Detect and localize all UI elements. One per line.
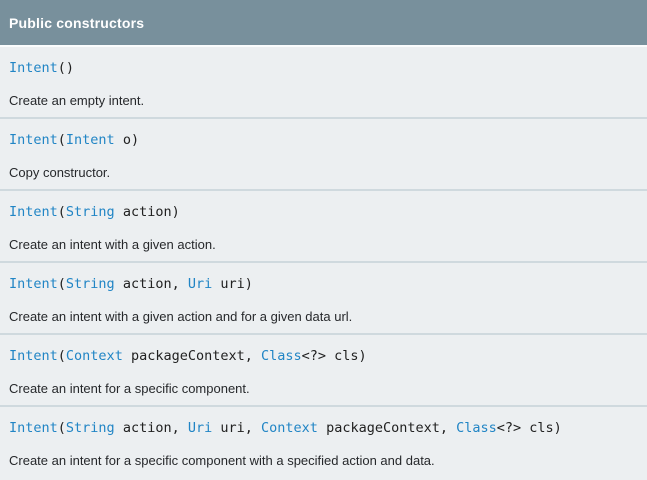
code-text: o) — [114, 132, 140, 148]
code-link[interactable]: Context — [65, 348, 123, 364]
code-text: <?> cls) — [301, 348, 367, 364]
code-link[interactable]: Class — [456, 420, 497, 436]
code-link[interactable]: Intent — [9, 276, 58, 292]
code-link[interactable]: Intent — [9, 348, 58, 364]
constructor-description: Create an intent for a specific componen… — [9, 381, 250, 396]
constructor-signature: Intent(String action, Uri uri, Context p… — [9, 420, 639, 436]
constructor-description: Create an intent with a given action. — [9, 237, 216, 252]
code-text: ( — [57, 420, 66, 436]
constructor-signature: Intent(Intent o) — [9, 132, 639, 148]
code-link[interactable]: Context — [261, 420, 318, 436]
constructor-rows: Intent() Create an empty intent. Intent(… — [0, 47, 647, 480]
constructor-description: Create an intent with a given action and… — [9, 309, 353, 324]
constructor-description: Create an intent for a specific componen… — [9, 453, 435, 468]
code-text: ( — [57, 348, 66, 364]
constructor-signature: Intent() — [9, 60, 639, 76]
constructor-signature: Intent(String action, Uri uri) — [9, 276, 639, 292]
code-link[interactable]: String — [65, 420, 115, 436]
constructor-row: Intent(String action) Create an intent w… — [0, 191, 647, 263]
code-text: ( — [57, 276, 66, 292]
code-link[interactable]: String — [65, 276, 115, 292]
code-link[interactable]: Intent — [9, 204, 58, 220]
constructor-description: Create an empty intent. — [9, 93, 145, 108]
code-text: packageContext, — [122, 348, 261, 364]
code-link[interactable]: String — [65, 204, 115, 220]
code-text: ( — [57, 204, 66, 220]
table-header: Public constructors — [0, 0, 647, 47]
code-link[interactable]: Intent — [9, 60, 58, 76]
constructor-row: Intent(String action, Uri uri) Create an… — [0, 263, 647, 335]
code-text: packageContext, — [317, 420, 457, 436]
constructor-row: Intent() Create an empty intent. — [0, 47, 647, 119]
code-text: action, — [114, 276, 188, 292]
code-text: () — [57, 60, 75, 76]
code-text: uri, — [212, 420, 262, 436]
code-link[interactable]: Intent — [9, 420, 58, 436]
code-text: ( — [57, 132, 66, 148]
code-text: <?> cls) — [496, 420, 562, 436]
code-text: uri) — [212, 276, 253, 292]
constructor-signature: Intent(String action) — [9, 204, 639, 220]
code-link[interactable]: Uri — [187, 420, 213, 436]
constructor-description: Copy constructor. — [9, 165, 111, 180]
code-text: action) — [114, 204, 180, 220]
code-text: action, — [114, 420, 188, 436]
code-link[interactable]: Intent — [65, 132, 115, 148]
constructor-row: Intent(Context packageContext, Class<?> … — [0, 335, 647, 407]
constructor-row: Intent(Intent o) Copy constructor. — [0, 119, 647, 191]
table-header-title: Public constructors — [9, 14, 145, 31]
code-link[interactable]: Uri — [187, 276, 213, 292]
code-link[interactable]: Class — [261, 348, 302, 364]
constructor-signature: Intent(Context packageContext, Class<?> … — [9, 348, 639, 364]
constructor-row: Intent(String action, Uri uri, Context p… — [0, 407, 647, 480]
code-link[interactable]: Intent — [9, 132, 58, 148]
